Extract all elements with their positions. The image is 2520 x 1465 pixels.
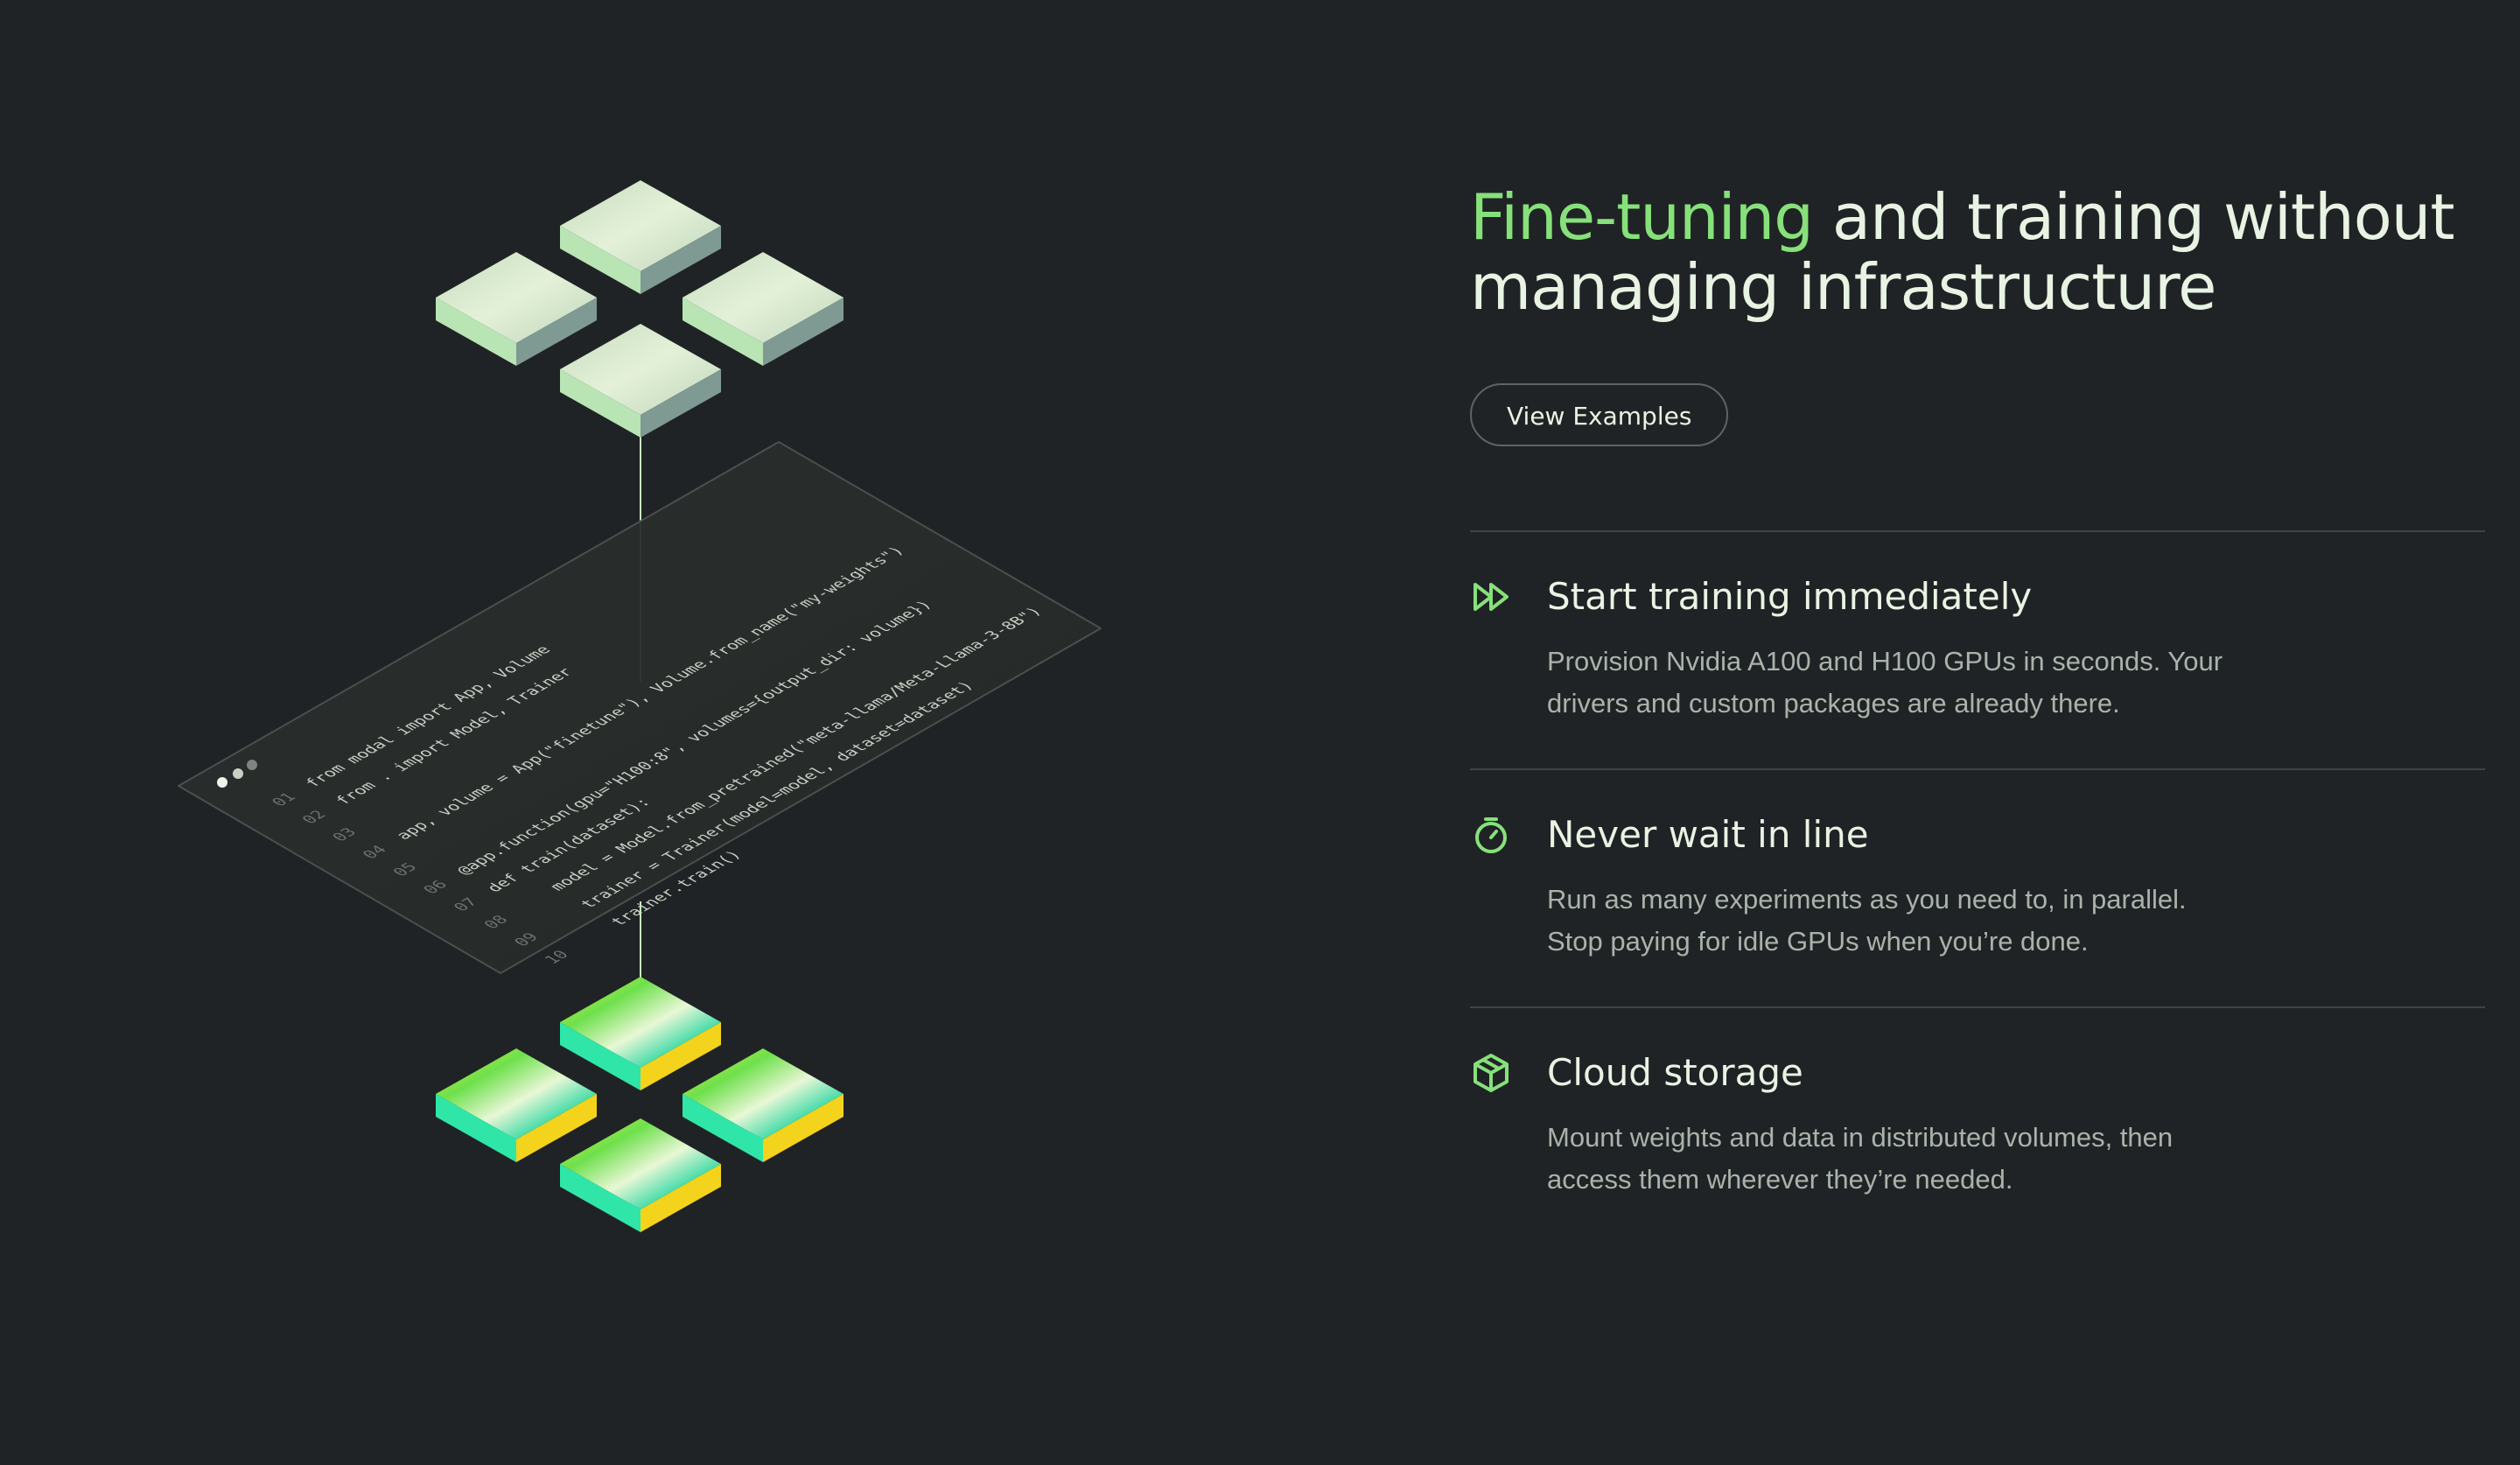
green-tile — [560, 977, 721, 1090]
feature-item: Start training immediately Provision Nvi… — [1470, 530, 2485, 768]
green-tile — [436, 1048, 597, 1162]
headline-rest: and training without managing infrastruc… — [1470, 180, 2455, 324]
pale-tile — [436, 252, 597, 366]
window-dot — [233, 768, 243, 779]
pale-tile — [682, 252, 844, 366]
green-tile — [560, 1118, 721, 1232]
window-dot — [247, 760, 257, 770]
window-dot — [217, 777, 228, 788]
pale-tiles — [436, 180, 844, 438]
package-icon — [1470, 1052, 1512, 1094]
feature-description: Mount weights and data in distributed vo… — [1547, 1122, 2174, 1195]
feature-section: Fine-tuning and training without managin… — [1470, 182, 2485, 1244]
pale-tile — [560, 180, 721, 294]
code-line-number: 10 — [541, 948, 573, 966]
feature-title: Start training immediately — [1547, 575, 2033, 618]
feature-description: Provision Nvidia A100 and H100 GPUs in s… — [1547, 646, 2223, 718]
view-examples-button[interactable]: View Examples — [1470, 383, 1729, 446]
stopwatch-icon — [1470, 814, 1512, 856]
fast-forward-icon — [1470, 576, 1512, 618]
feature-list: Start training immediately Provision Nvi… — [1470, 530, 2485, 1244]
feature-title: Cloud storage — [1547, 1051, 1803, 1094]
feature-item: Never wait in line Run as many experimen… — [1470, 768, 2485, 1006]
section-headline: Fine-tuning and training without managin… — [1470, 182, 2485, 322]
headline-accent: Fine-tuning — [1470, 180, 1814, 254]
green-tile — [682, 1048, 844, 1162]
feature-item: Cloud storage Mount weights and data in … — [1470, 1006, 2485, 1244]
feature-description: Run as many experiments as you need to, … — [1547, 884, 2187, 957]
green-tiles — [436, 977, 844, 1232]
pale-tile — [560, 324, 721, 438]
feature-title: Never wait in line — [1547, 813, 1869, 856]
